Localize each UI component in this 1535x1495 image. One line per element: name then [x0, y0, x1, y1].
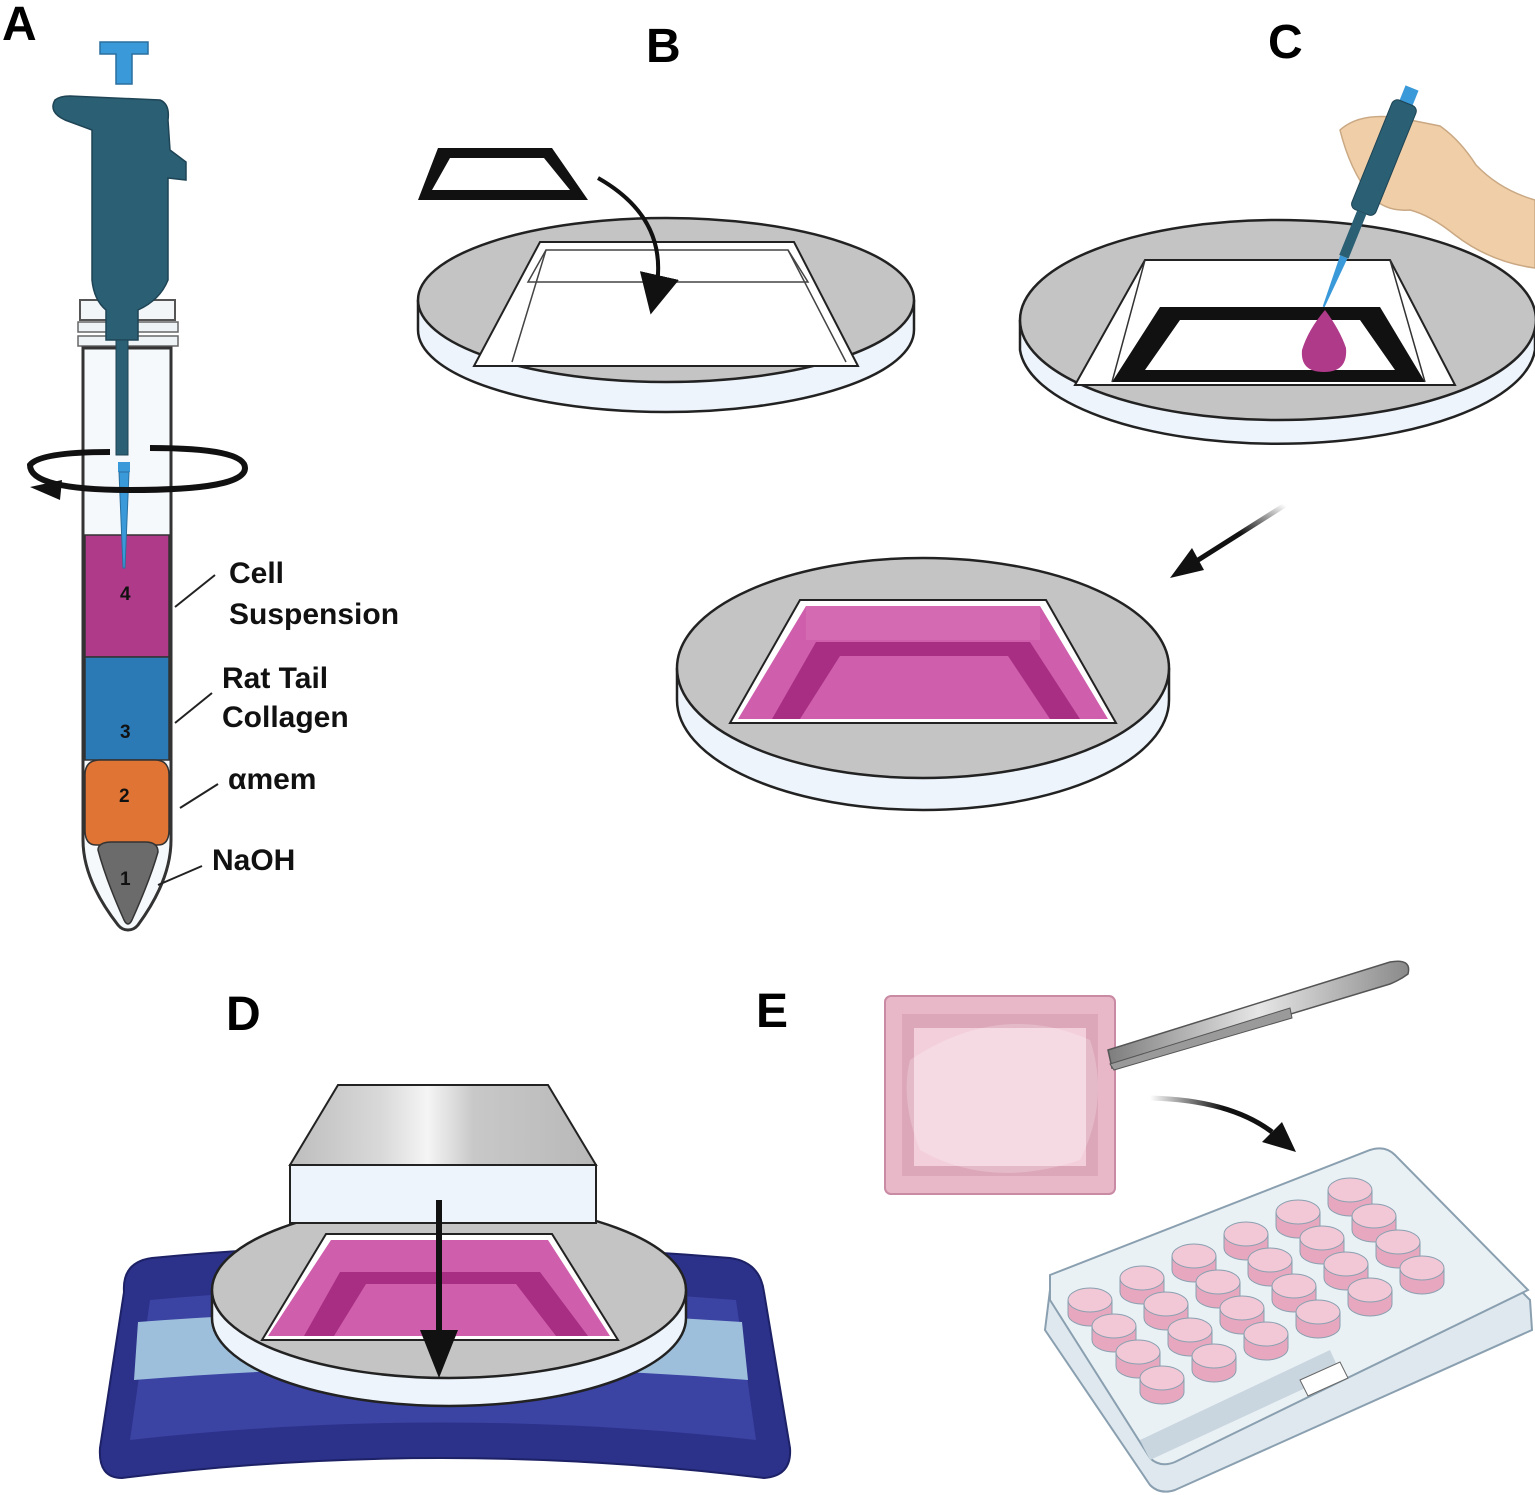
label-amem: αmem	[228, 763, 316, 796]
well	[1091, 1313, 1137, 1339]
panel-e-transfer	[884, 960, 1534, 1493]
panel-d-content	[98, 1084, 792, 1480]
barcode-icon	[1299, 1361, 1349, 1397]
well	[1247, 1247, 1293, 1273]
well	[1115, 1339, 1161, 1365]
layer-1-naoh	[97, 841, 159, 925]
well	[1243, 1321, 1289, 1347]
arrow-c-to-gel	[1170, 502, 1287, 578]
well	[1143, 1291, 1189, 1317]
well	[1271, 1273, 1317, 1299]
compression-block	[288, 1084, 598, 1166]
well	[1171, 1243, 1217, 1269]
wells	[1067, 1177, 1445, 1405]
well	[1195, 1269, 1241, 1295]
panel-letter-c: C	[1268, 16, 1303, 69]
leader-line-cell-suspension	[174, 574, 216, 608]
layer-3-rat-tail-collagen	[84, 656, 170, 761]
layer-number-2: 2	[119, 786, 130, 807]
droplet-icon	[1301, 310, 1347, 372]
well	[1119, 1265, 1165, 1291]
leader-line-naoh	[157, 865, 203, 886]
panel-letter-a: A	[2, 0, 37, 51]
well	[1347, 1277, 1393, 1303]
well	[1299, 1225, 1345, 1251]
well	[1327, 1177, 1373, 1203]
panel-letter-d: D	[226, 988, 261, 1041]
well	[1067, 1287, 1113, 1313]
label-naoh: NaOH	[212, 844, 295, 877]
layer-number-3: 3	[120, 722, 131, 743]
well	[1323, 1251, 1369, 1277]
pipette	[52, 41, 187, 569]
panel-b-dish-with-frame	[416, 148, 916, 414]
label-suspension: Suspension	[229, 598, 399, 631]
layer-number-1: 1	[120, 869, 131, 890]
label-cell: Cell	[229, 557, 284, 590]
well	[1139, 1365, 1185, 1391]
leader-line-amem	[179, 783, 219, 809]
curved-arrow-icon	[597, 176, 679, 315]
well	[1351, 1203, 1397, 1229]
well	[1191, 1343, 1237, 1369]
panel-a-tube-pipette: 4 3 2 1 Cell Suspension Rat Tail Collage…	[26, 41, 399, 932]
black-frame	[1112, 307, 1425, 382]
well	[1375, 1229, 1421, 1255]
layer-2-amem	[84, 759, 170, 846]
swirl-arrow-icon	[26, 445, 249, 500]
curved-arrow-e-icon	[1149, 1095, 1274, 1134]
handheld-pipette	[1322, 85, 1419, 308]
panel-c-dish-with-droplet	[1018, 85, 1535, 445]
well	[1275, 1199, 1321, 1225]
well-plate-24	[1043, 1147, 1534, 1493]
plunger-button-icon	[99, 41, 149, 85]
leader-line-collagen	[174, 692, 213, 724]
frame-insert-icon	[418, 148, 588, 200]
gel-square	[884, 995, 1116, 1195]
panel-letter-e: E	[756, 985, 788, 1038]
well	[1167, 1317, 1213, 1343]
layer-4-cell-suspension	[84, 534, 170, 658]
label-rat-tail: Rat Tail	[222, 662, 328, 695]
layer-number-4: 4	[120, 584, 131, 605]
well	[1219, 1295, 1265, 1321]
well	[1295, 1299, 1341, 1325]
dish-with-gel	[675, 556, 1171, 812]
well	[1223, 1221, 1269, 1247]
well	[1399, 1255, 1445, 1281]
panel-letter-b: B	[646, 20, 681, 73]
label-collagen: Collagen	[222, 701, 349, 734]
down-arrow-icon	[420, 1330, 458, 1378]
